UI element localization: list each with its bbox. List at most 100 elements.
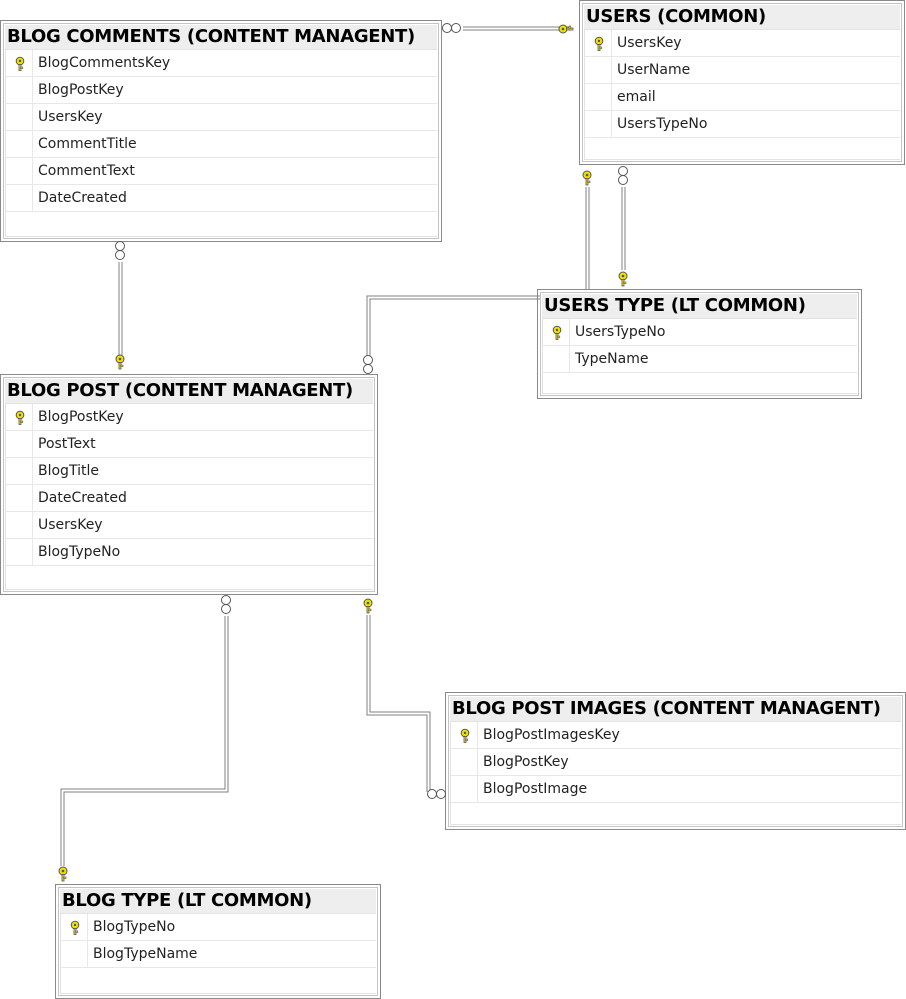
column-row[interactable]: BlogPostKey (6, 77, 437, 104)
column-row[interactable]: CommentTitle (6, 131, 437, 158)
key-endpoint-users-bottom (582, 170, 592, 186)
key-endpoint-blogpost-bottom (363, 598, 373, 614)
column-name: UserName (617, 62, 691, 78)
rel-blogpost-images (366, 615, 431, 795)
column-name: UsersTypeNo (575, 324, 666, 340)
row-selector[interactable] (6, 431, 33, 457)
column-row[interactable]: TypeName (543, 346, 857, 373)
column-name: CommentText (38, 163, 135, 179)
column-name: BlogPostImagesKey (483, 727, 620, 743)
column-name: email (617, 89, 656, 105)
row-selector[interactable] (543, 319, 570, 345)
primary-key-icon (15, 410, 25, 425)
column-row[interactable]: BlogPostKey (6, 404, 373, 431)
column-row[interactable]: CommentText (6, 158, 437, 185)
infinity-endpoint (427, 789, 446, 799)
row-selector[interactable] (585, 57, 612, 83)
infinity-endpoint (363, 355, 373, 374)
row-selector[interactable] (543, 346, 570, 372)
row-selector[interactable] (451, 722, 478, 748)
column-name: TypeName (575, 351, 649, 367)
rel-comments-blogpost (118, 262, 123, 355)
row-selector[interactable] (6, 404, 33, 430)
table-title: BLOG COMMENTS (CONTENT MANAGENT) (5, 25, 437, 49)
column-name: DateCreated (38, 190, 127, 206)
row-selector[interactable] (451, 749, 478, 775)
column-name: BlogPostImage (483, 781, 588, 797)
table-blog-post-images[interactable]: BLOG POST IMAGES (CONTENT MANAGENT) Blog… (445, 692, 906, 830)
column-row[interactable]: email (585, 84, 900, 111)
row-selector[interactable] (61, 914, 88, 940)
rel-users-userstype-b (621, 187, 626, 270)
column-name: BlogTypeName (93, 946, 198, 962)
column-name: UsersKey (617, 35, 682, 51)
rel-users-blogpost (366, 295, 540, 357)
column-name: BlogTypeNo (38, 544, 121, 560)
column-row[interactable]: UsersTypeNo (585, 111, 900, 138)
row-selector[interactable] (6, 50, 33, 76)
column-row[interactable]: BlogTypeNo (6, 539, 373, 566)
column-row[interactable]: BlogCommentsKey (6, 50, 437, 77)
column-name: BlogTypeNo (93, 919, 176, 935)
row-selector[interactable] (61, 941, 88, 967)
column-row[interactable]: BlogPostKey (451, 749, 901, 776)
column-row[interactable]: UserName (585, 57, 900, 84)
column-name: UsersKey (38, 109, 103, 125)
table-title: BLOG POST IMAGES (CONTENT MANAGENT) (450, 697, 901, 721)
column-name: UsersTypeNo (617, 116, 708, 132)
infinity-endpoint (221, 595, 231, 614)
column-row[interactable]: BlogTypeNo (61, 914, 376, 941)
column-row[interactable]: UsersKey (6, 104, 437, 131)
row-selector[interactable] (6, 485, 33, 511)
column-name: DateCreated (38, 490, 127, 506)
table-blog-post[interactable]: BLOG POST (CONTENT MANAGENT) BlogPostKey… (0, 374, 378, 595)
rel-blogpost-blogtype (60, 616, 229, 866)
row-selector[interactable] (6, 539, 33, 565)
row-selector[interactable] (6, 104, 33, 130)
column-name: PostText (38, 436, 96, 452)
row-selector[interactable] (6, 512, 33, 538)
key-endpoint-blogpost-top (115, 354, 125, 370)
table-title: USERS TYPE (LT COMMON) (542, 294, 857, 318)
row-selector[interactable] (585, 84, 612, 110)
infinity-endpoint (618, 166, 628, 185)
column-row[interactable]: PostText (6, 431, 373, 458)
table-blog-comments[interactable]: BLOG COMMENTS (CONTENT MANAGENT) BlogCom… (0, 20, 442, 242)
row-selector[interactable] (585, 111, 612, 137)
column-row[interactable]: UsersKey (6, 512, 373, 539)
column-name: CommentTitle (38, 136, 137, 152)
column-row[interactable]: DateCreated (6, 185, 437, 212)
column-row[interactable]: UsersKey (585, 30, 900, 57)
rel-users-userstype-a (585, 187, 590, 290)
row-selector[interactable] (6, 185, 33, 211)
primary-key-icon (15, 56, 25, 71)
primary-key-icon (70, 920, 80, 935)
row-selector[interactable] (585, 30, 612, 56)
infinity-endpoint (115, 241, 125, 260)
column-row[interactable]: DateCreated (6, 485, 373, 512)
column-name: BlogPostKey (38, 409, 124, 425)
row-selector[interactable] (6, 158, 33, 184)
row-selector[interactable] (6, 77, 33, 103)
column-row[interactable]: BlogTypeName (61, 941, 376, 968)
column-row[interactable]: BlogPostImage (451, 776, 901, 803)
table-title: BLOG POST (CONTENT MANAGENT) (5, 379, 373, 403)
table-title: BLOG TYPE (LT COMMON) (60, 889, 376, 913)
row-selector[interactable] (451, 776, 478, 802)
column-row[interactable]: BlogPostImagesKey (451, 722, 901, 749)
column-name: BlogCommentsKey (38, 55, 171, 71)
column-row[interactable]: BlogTitle (6, 458, 373, 485)
column-row[interactable]: UsersTypeNo (543, 319, 857, 346)
row-selector[interactable] (6, 458, 33, 484)
column-name: BlogTitle (38, 463, 99, 479)
key-endpoint-userstype-top (618, 271, 628, 287)
row-selector[interactable] (6, 131, 33, 157)
